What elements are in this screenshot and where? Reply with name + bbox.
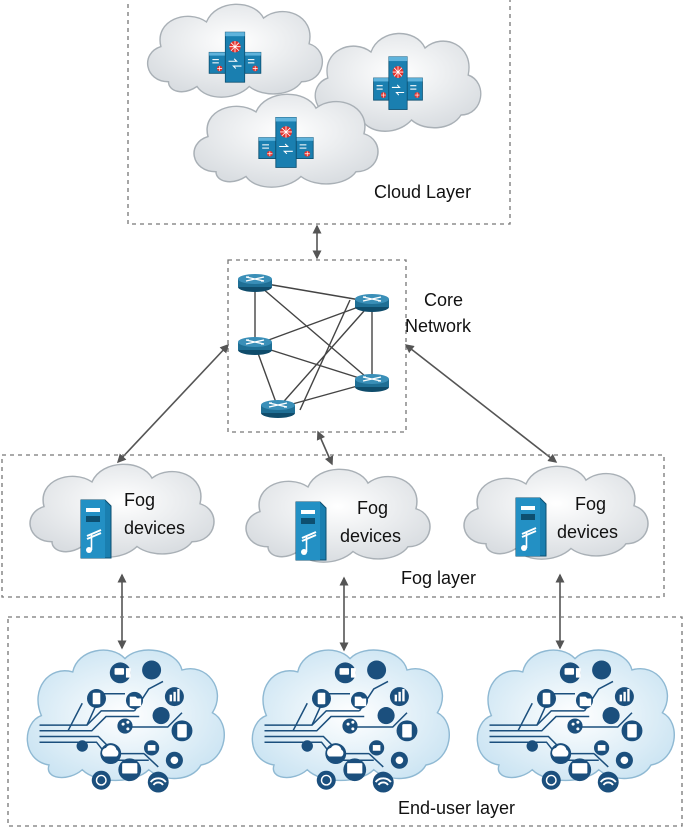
core-network-links [254, 281, 373, 411]
arrow-core-fog-right [404, 344, 558, 463]
core-router-5 [260, 399, 296, 419]
arrow-core-fog-left [116, 343, 230, 464]
fog-node-left-label-line2: devices [124, 518, 185, 538]
core-router-4 [354, 373, 390, 393]
core-router-3 [237, 336, 273, 356]
cloud-layer-box [127, 0, 511, 225]
fog-node-center-label-line1: Fog [357, 498, 388, 518]
fog-server-icon [515, 497, 547, 557]
end-user-cloud-center [251, 649, 451, 794]
cloud-datacenter-1 [146, 3, 324, 98]
fog-server-icon [295, 501, 327, 561]
cloud-datacenter-3 [193, 93, 379, 188]
core-router-1 [237, 273, 273, 293]
fog-node-left-label-line1: Fog [124, 490, 155, 510]
end-user-layer-box [7, 616, 683, 827]
end-user-cloud-left [26, 649, 226, 794]
arrow-core-fog-center [316, 430, 334, 466]
fog-layer-box [1, 454, 665, 598]
fog-server-icon [80, 499, 112, 559]
fog-layer-label: Fog layer [401, 568, 476, 588]
fog-node-right-label-line2: devices [557, 522, 618, 542]
fog-node-center-label-line2: devices [340, 526, 401, 546]
core-network-label-line2: Network [405, 316, 472, 336]
fog-node-left: Fog devices [29, 463, 215, 559]
core-network-label-line1: Core [424, 290, 463, 310]
core-router-2 [354, 293, 390, 313]
fog-node-center: Fog devices [245, 468, 431, 563]
fog-node-right-label-line1: Fog [575, 494, 606, 514]
fog-node-right: Fog devices [463, 465, 649, 560]
end-user-layer-label: End-user layer [398, 798, 515, 818]
cloud-layer-label: Cloud Layer [374, 182, 471, 202]
end-user-cloud-right [476, 649, 676, 794]
